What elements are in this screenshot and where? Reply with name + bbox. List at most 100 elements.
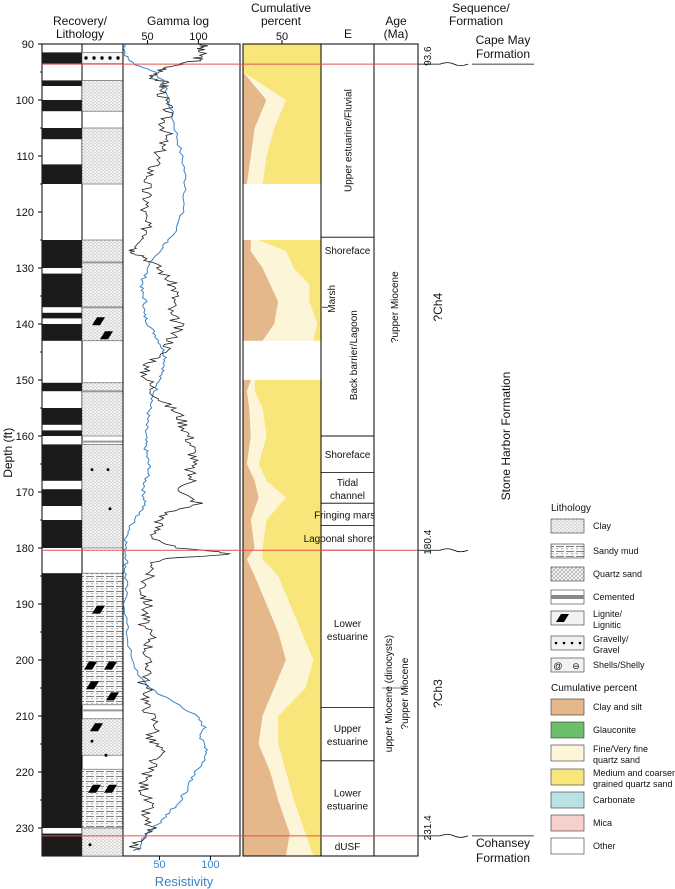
recovered-interval xyxy=(42,273,82,308)
lignite-symbol xyxy=(86,681,99,690)
depth-axis-label: Depth (ft) xyxy=(1,428,15,478)
environment-label: Lower xyxy=(334,788,362,799)
legend-color-swatch xyxy=(550,698,585,716)
gravel-dot xyxy=(108,56,112,60)
lignite-symbol xyxy=(106,692,119,701)
header-percent: percent xyxy=(261,14,302,28)
resistivity-axis-label: Resistivity xyxy=(155,874,214,889)
lithology-block-clay xyxy=(81,127,124,185)
legend-lithology-label: Gravel xyxy=(593,645,620,655)
resistivity-tick-label: 50 xyxy=(153,859,165,871)
environment-label: Upper estuarine/Fluvial xyxy=(344,89,355,192)
legend-cumulative-label: Fine/Very fine xyxy=(593,744,648,754)
lithology-column xyxy=(81,43,124,857)
formation-bottom-line1: Cohansey xyxy=(476,836,530,850)
boundary-depth-label: 231.4 xyxy=(423,815,434,840)
environment-label: Shoreface xyxy=(325,246,371,257)
depth-tick-label: 110 xyxy=(16,151,34,163)
environment-frame xyxy=(320,43,375,857)
legend-gravel-dot xyxy=(554,641,558,645)
recovered-interval xyxy=(42,382,82,392)
recovered-interval xyxy=(42,324,82,341)
legend-lithology-label: Quartz sand xyxy=(593,569,642,579)
depth-tick-label: 160 xyxy=(16,431,34,443)
gravel-dot xyxy=(90,468,94,472)
lignite-symbol xyxy=(104,784,117,793)
legend-swatch-lignite xyxy=(550,610,585,626)
legend-lithology-title: Lithology xyxy=(551,503,591,514)
formation-bottom-line2: Formation xyxy=(476,851,530,865)
no-recovery-gap xyxy=(243,340,321,380)
legend-cumulative-label: Mica xyxy=(593,818,612,828)
header-recovery: Recovery/ xyxy=(53,14,108,28)
legend-cumulative-label: Carbonate xyxy=(593,795,635,805)
recovered-interval xyxy=(42,52,82,64)
depth-tick-label: 140 xyxy=(16,319,34,331)
gravel-dot xyxy=(104,753,108,757)
environment-label: Upper xyxy=(334,724,362,735)
legend-cumulative-label: grained quartz sand xyxy=(593,779,673,789)
age-label: upper Miocene (dinocysts) xyxy=(384,635,395,752)
lignite-symbol xyxy=(92,605,105,614)
environment-label: Lagoonal shoreface xyxy=(304,534,392,545)
legend-lignite-mark xyxy=(556,614,569,622)
sequence-column: Cape MayFormationCohanseyFormationStone … xyxy=(431,33,534,865)
depth-tick-label: 200 xyxy=(16,655,34,667)
age-label: ?upper Miocene xyxy=(400,657,411,729)
recovered-interval xyxy=(42,128,82,140)
formation-middle-label: Stone Harbor Formation xyxy=(499,372,513,501)
clay-silt-area xyxy=(243,44,290,856)
recovered-interval xyxy=(42,80,82,86)
depth-tick-label: 100 xyxy=(16,95,34,107)
depth-tick-label: 170 xyxy=(16,487,34,499)
legend-shell-mark: ⊖ xyxy=(572,661,580,671)
depth-tick-label: 130 xyxy=(16,263,34,275)
legend-swatch-sandymud xyxy=(550,543,585,559)
recovered-interval xyxy=(42,444,82,481)
legend-gravel-dot xyxy=(562,641,566,645)
depth-axis: 9010011012013014015016017018019020021022… xyxy=(1,39,43,856)
legend-shell-mark: @ xyxy=(553,661,562,671)
environment-label: estuarine xyxy=(327,737,369,748)
gravel-dot xyxy=(88,843,92,847)
legend-cumulative-label: Clay and silt xyxy=(593,702,643,712)
gamma-frame xyxy=(122,43,241,857)
header-sequence: Sequence/ xyxy=(452,1,510,15)
recovered-interval xyxy=(42,833,82,856)
recovered-interval xyxy=(42,430,82,436)
depth-tick-label: 150 xyxy=(16,375,34,387)
gravel-dot xyxy=(90,739,94,743)
legend-cemented-band xyxy=(551,595,584,599)
gravel-dot xyxy=(106,468,110,472)
environment-label: channel xyxy=(330,491,365,502)
legend-cumulative-label: Glauconite xyxy=(593,725,636,735)
legend-color-swatch xyxy=(550,837,585,855)
legend-color-swatch xyxy=(550,814,585,832)
legend-gravel-dot xyxy=(578,641,582,645)
legend-lithology-label: Gravelly/ xyxy=(593,634,629,644)
resistivity-tick-label: 100 xyxy=(201,859,219,871)
depth-tick-label: 120 xyxy=(16,207,34,219)
header-environment: E xyxy=(344,27,352,41)
boundary-tick xyxy=(418,548,469,553)
header-lithology: Lithology xyxy=(56,27,104,41)
lignite-symbol xyxy=(90,723,103,732)
depth-tick-label: 230 xyxy=(16,823,34,835)
environment-label: Fringing marsh xyxy=(314,510,381,521)
header-age-units: (Ma) xyxy=(384,27,409,41)
legend-cumulative-label: quartz sand xyxy=(593,755,640,765)
environment-label: Marsh xyxy=(327,285,338,313)
environment-label: Lower xyxy=(334,619,362,630)
legend-lithology-label: Lignite/ xyxy=(593,609,623,619)
legend-color-swatch xyxy=(550,721,585,739)
lignite-symbol xyxy=(84,661,97,670)
recovered-interval xyxy=(42,408,82,425)
gamma-tick-label: 50 xyxy=(141,31,153,43)
recovery-column xyxy=(41,43,83,857)
lithology-block-clay xyxy=(81,80,124,112)
age-frame xyxy=(373,43,419,857)
header-gamma-log: Gamma log xyxy=(147,14,209,28)
